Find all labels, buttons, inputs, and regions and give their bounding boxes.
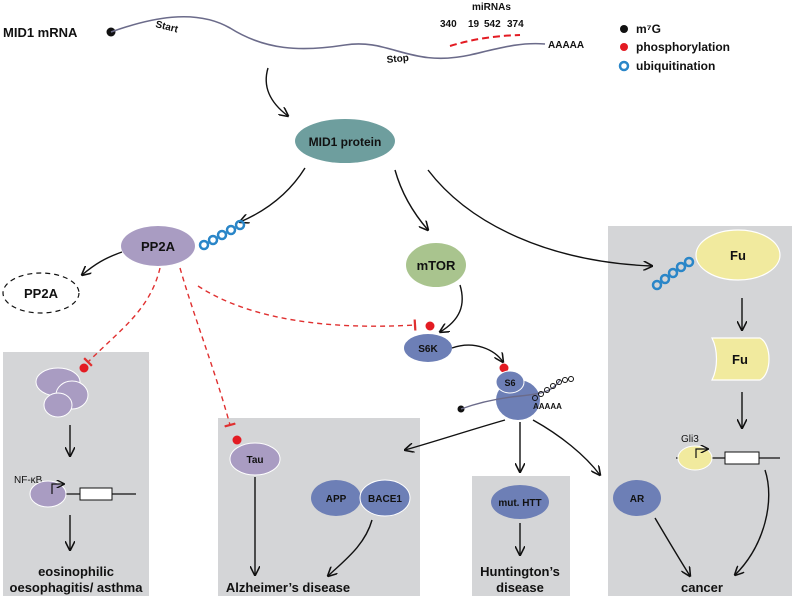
bace1-label: BACE1 <box>368 494 402 505</box>
cancer-outcome: cancer <box>681 580 723 595</box>
mid1-protein-node <box>295 119 395 163</box>
fu-bottom-label: Fu <box>732 352 748 367</box>
mirna-19: 19 <box>468 19 480 30</box>
ar-label: AR <box>630 494 645 505</box>
tau-phospho-dot <box>232 435 242 445</box>
inhibit-pp2a-to-tau <box>179 267 236 428</box>
arrow-mid1-to-mtor <box>394 169 428 230</box>
legend-ubiquitination-label: ubiquitination <box>636 59 715 73</box>
s6-label: S6 <box>504 378 515 388</box>
asthma-outcome-line2: oesophagitis/ asthma <box>10 580 144 595</box>
pp2a-target-complex <box>35 367 89 418</box>
asthma-outcome-line1: eosinophilic <box>38 564 114 579</box>
huntingtons-outcome-line2: disease <box>496 580 544 595</box>
nfkb-tss-arrow <box>51 484 64 494</box>
fu-ubiquitin-chain <box>651 256 695 291</box>
nfkb-node <box>29 480 67 508</box>
pp2a-ubiquitin-chain <box>198 219 246 251</box>
mirna-542: 542 <box>484 19 501 30</box>
stop-codon-label: Stop <box>386 53 409 66</box>
pp2a-node <box>121 226 195 266</box>
tau-label: Tau <box>246 455 263 466</box>
fu-node-top <box>695 229 781 281</box>
gli3-tss-arrow <box>695 449 708 458</box>
arrow-mid1-to-fu <box>427 169 652 266</box>
start-codon-label: Start <box>154 19 179 35</box>
panel-cancer <box>608 226 792 596</box>
mut-htt-node <box>491 485 549 519</box>
pp2a-label: PP2A <box>141 239 176 254</box>
arrow-ribosome-to-alzheimers <box>405 419 506 450</box>
arrow-s6k-to-s6 <box>451 344 503 362</box>
bace1-node <box>359 479 411 517</box>
arrow-mrna-to-protein <box>265 67 288 116</box>
legend-phospho-dot <box>620 43 628 51</box>
legend-phosphorylation-label: phosphorylation <box>636 40 730 54</box>
nfkb-label: NF-κB <box>14 475 43 486</box>
arrow-mtor-to-s6k <box>440 284 463 332</box>
pp2a-inactive-node <box>2 272 80 314</box>
arrow-app-bace1-to-alzheimers <box>328 519 373 576</box>
mirna-340: 340 <box>440 19 457 30</box>
s6-phospho-dot <box>499 363 509 373</box>
app-node <box>311 480 361 516</box>
mirnas-title: miRNAs <box>472 2 511 13</box>
legend-ubiquitin-ring <box>618 60 630 72</box>
gli3-label: Gli3 <box>681 434 699 445</box>
ribosome-ubiquitin-chain <box>532 376 574 401</box>
arrow-ribosome-to-cancer <box>532 419 600 475</box>
s6k-phospho-dot <box>425 321 435 331</box>
inhibit-pp2a-to-s6k <box>197 285 417 331</box>
tau-node <box>229 442 281 476</box>
s6-node <box>495 370 525 394</box>
arrow-gli3-to-cancer <box>735 469 770 575</box>
mrna-strand <box>110 15 546 60</box>
mrna-label: MID1 mRNA <box>3 25 78 40</box>
mid1-protein-label: MID1 protein <box>309 135 382 149</box>
mirna-binding-sites <box>449 34 521 47</box>
arrow-pp2a-degradation <box>82 251 123 275</box>
gli3-target-gene <box>724 451 760 465</box>
inhibit-pp2a-to-nfkb-complex <box>83 267 161 367</box>
mirna-374: 374 <box>507 19 524 30</box>
arrow-mid1-to-pp2a <box>240 167 306 222</box>
ar-node <box>613 480 661 516</box>
mtor-label: mTOR <box>417 258 456 273</box>
nfkb-target-gene <box>79 487 113 501</box>
ribosome-polya-tail: AAAAA <box>533 402 562 411</box>
polya-tail: AAAAA <box>548 40 584 51</box>
fu-node-bottom <box>711 337 770 381</box>
s6k-node <box>404 334 452 362</box>
pp2a-inactive-label: PP2A <box>24 286 59 301</box>
arrow-ar-to-cancer <box>654 517 690 576</box>
mtor-node <box>406 243 466 287</box>
fu-top-label: Fu <box>730 248 746 263</box>
legend-m7g-label: m⁷G <box>636 22 661 36</box>
app-label: APP <box>326 494 347 505</box>
alzheimers-outcome: Alzheimer’s disease <box>226 580 350 595</box>
mut-htt-label: mut. HTT <box>498 498 541 509</box>
huntingtons-outcome-line1: Huntington’s <box>480 564 560 579</box>
legend-m7g-dot <box>620 25 628 33</box>
complex-phospho-dot <box>79 363 89 373</box>
s6k-label: S6K <box>418 344 438 355</box>
